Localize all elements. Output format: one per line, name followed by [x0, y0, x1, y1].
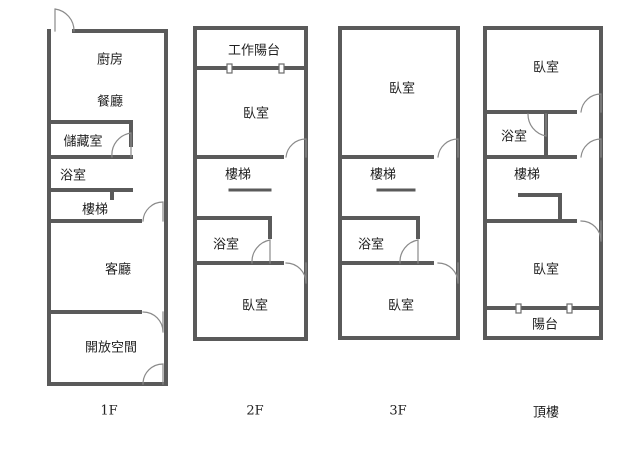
room-label: 餐廳 [96, 94, 124, 110]
room-label: 開放空間 [84, 340, 138, 356]
room-label: 浴室 [212, 237, 240, 253]
room-label: 臥室 [532, 60, 560, 76]
floor-label-2f: 2F [246, 403, 264, 419]
balcony-posts [226, 63, 573, 314]
room-label: 樓梯 [224, 167, 252, 183]
floor-label-3f: 3F [389, 403, 407, 419]
room-label: 儲藏室 [63, 134, 103, 150]
room-label: 浴室 [357, 237, 385, 253]
room-label: 樓梯 [513, 167, 541, 183]
room-label: 臥室 [242, 106, 270, 122]
room-label: 工作陽台 [227, 43, 281, 59]
room-label: 客廳 [104, 262, 132, 278]
room-label: 樓梯 [369, 167, 397, 183]
room-label: 臥室 [532, 262, 560, 278]
door-swings [54, 8, 602, 385]
room-label: 浴室 [500, 129, 528, 145]
room-label: 臥室 [387, 298, 415, 314]
room-label: 臥室 [388, 81, 416, 97]
floor-2-walls [193, 26, 308, 341]
floor-1-walls [47, 29, 168, 386]
floor-3-walls [338, 26, 460, 340]
floor-roof-walls [483, 26, 603, 340]
room-label: 浴室 [59, 168, 87, 184]
room-label: 臥室 [241, 298, 269, 314]
floor-label-roof: 頂樓 [532, 405, 560, 421]
room-label: 陽台 [531, 317, 559, 333]
floor-label-1f: 1F [100, 403, 118, 419]
room-label: 樓梯 [81, 202, 109, 218]
room-label: 廚房 [96, 52, 124, 68]
